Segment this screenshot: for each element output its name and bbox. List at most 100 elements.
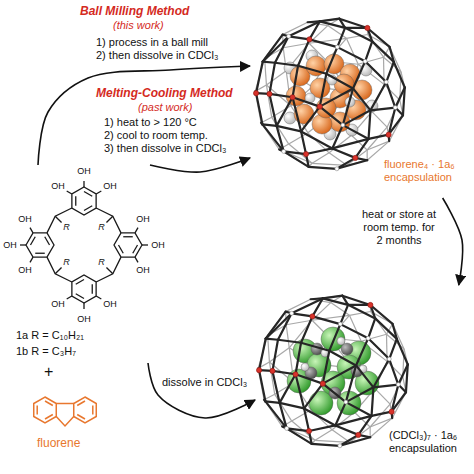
cage-bond xyxy=(265,401,286,428)
cage-bond xyxy=(403,88,405,116)
cage-bond xyxy=(282,426,311,443)
cage-bond xyxy=(337,160,367,169)
bond xyxy=(56,417,73,427)
capsule-complex: fluorene₄ · 1a₆ encapsulation xyxy=(250,8,468,198)
cage-bond xyxy=(323,365,356,383)
cage-atom xyxy=(353,155,358,160)
cage-bond xyxy=(346,402,372,416)
double-bond xyxy=(77,415,85,420)
bond xyxy=(142,244,148,245)
cage-bond xyxy=(323,384,346,402)
cage-bond xyxy=(263,35,283,62)
guest-atom xyxy=(337,337,345,345)
cage-atom xyxy=(282,149,286,153)
reaction-conditions: heat or store at room temp. for 2 months xyxy=(362,208,436,248)
cage-bond xyxy=(262,124,283,151)
complex-label: fluorene₄ · 1a₆ encapsulation xyxy=(384,158,464,184)
cage-bond xyxy=(280,374,296,403)
capsule-cage xyxy=(253,19,404,171)
bond xyxy=(55,267,61,273)
double-bond xyxy=(36,406,38,415)
bond xyxy=(30,228,33,233)
bond xyxy=(96,296,101,299)
cage-bond xyxy=(304,384,323,409)
complex-label: (CDCl₃)₇ · 1a₆ encapsulation xyxy=(389,429,467,455)
cage-bond xyxy=(256,62,263,93)
cage-bond xyxy=(269,94,276,126)
cage-bond xyxy=(342,296,370,305)
benzene-ring xyxy=(72,275,96,303)
cage-bond xyxy=(353,88,370,110)
reaction-arrow xyxy=(38,66,250,165)
cage-bond xyxy=(370,82,386,110)
cage-bond xyxy=(372,112,387,128)
cage-bond xyxy=(296,374,323,383)
substituent-label: R xyxy=(63,223,70,232)
cage-atom xyxy=(338,322,342,326)
cage-bond xyxy=(392,392,406,411)
substituent-label: R xyxy=(98,258,105,267)
cage-bond xyxy=(304,408,309,431)
reaction-arrow xyxy=(150,158,250,172)
cage-bond xyxy=(323,296,343,299)
double-bond xyxy=(35,253,45,254)
cage-atom xyxy=(290,95,295,100)
cage-bond xyxy=(370,305,392,324)
cage-bond xyxy=(367,141,389,160)
double-bond xyxy=(76,279,84,284)
double-bond xyxy=(92,284,93,294)
bond xyxy=(67,296,72,299)
double-bond xyxy=(45,401,53,406)
cage-bond xyxy=(372,412,392,416)
cage-bond xyxy=(375,318,397,338)
cage-bond xyxy=(292,298,323,313)
fluorene-structure: fluorene xyxy=(15,384,125,460)
cage-bond xyxy=(293,66,298,98)
hydroxyl-label: OH xyxy=(77,167,91,176)
cage-bond xyxy=(335,425,358,434)
cage-bond xyxy=(370,418,392,437)
hydroxyl-label: OH xyxy=(18,266,32,275)
cage-bond xyxy=(323,351,330,384)
cage-bond xyxy=(372,387,374,416)
bond xyxy=(106,267,112,273)
cage-bond xyxy=(375,389,390,405)
cage-bond xyxy=(365,61,386,82)
hydroxyl-label: OH xyxy=(103,182,117,191)
cage-bond xyxy=(301,343,329,351)
cage-bond xyxy=(356,365,373,387)
cage-bond xyxy=(301,316,312,342)
hydroxyl-label: OH xyxy=(136,215,150,224)
cage-bond xyxy=(266,312,286,339)
cage-bond xyxy=(312,444,340,446)
hydroxyl-label: OH xyxy=(103,300,117,309)
bond xyxy=(83,303,84,309)
cage-atom xyxy=(310,314,315,319)
cage-atom xyxy=(270,368,275,373)
cage-bond xyxy=(301,131,332,148)
bond xyxy=(20,244,26,245)
cage-bond xyxy=(309,39,337,47)
cage-bond xyxy=(332,148,355,157)
cage-bond xyxy=(340,305,348,324)
hydroxyl-label: OH xyxy=(51,300,65,309)
cage-bond xyxy=(353,61,365,88)
bond xyxy=(135,257,138,262)
benzene-ring xyxy=(72,187,96,215)
cage-bond xyxy=(356,338,368,365)
cage-atom xyxy=(368,302,373,307)
cage-atom xyxy=(290,311,294,315)
cage-atom xyxy=(384,80,388,84)
reaction-arrow xyxy=(148,363,255,418)
method-note: (this work) xyxy=(113,19,164,32)
cage-bond xyxy=(269,63,275,94)
cage-atom xyxy=(267,91,272,96)
cage-bond xyxy=(394,62,405,88)
cage-bond xyxy=(272,371,279,403)
bond xyxy=(55,216,61,222)
substituent-label: R xyxy=(98,223,105,232)
bond xyxy=(30,257,33,262)
cage-bond xyxy=(311,297,323,300)
cage-bond xyxy=(277,126,302,132)
